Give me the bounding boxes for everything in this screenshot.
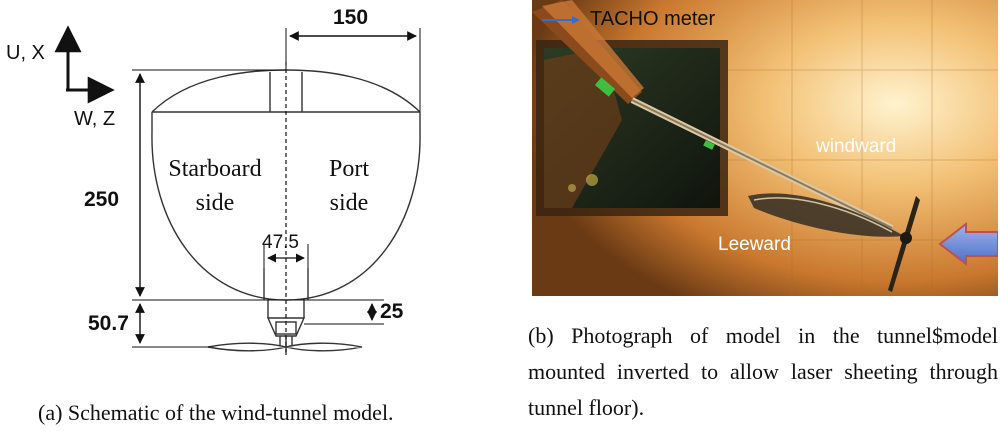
photo-panel: TACHO meter windward Leeward (b) Photogr…: [528, 0, 1000, 431]
coordinate-axes: [54, 25, 115, 104]
starboard-side-label: Starboard side: [160, 152, 270, 220]
port-label-line1: Port: [328, 156, 369, 182]
tunnel-photograph: TACHO meter windward Leeward: [532, 0, 998, 296]
starboard-label-line1: Starboard: [168, 156, 262, 182]
dimension-stem-label: 25: [380, 300, 404, 323]
dimension-lower-label: 50.7: [88, 312, 129, 335]
axis-horizontal-label: W, Z: [74, 108, 116, 130]
starboard-label-line2: side: [195, 190, 235, 216]
dimension-neck: [263, 244, 309, 268]
tunnel-photo-illustration: [532, 0, 998, 296]
windward-label: windward: [816, 136, 897, 157]
caption-b: (b) Photograph of model in the tunnel$mo…: [528, 323, 998, 420]
dimension-height: [132, 69, 286, 297]
reference-lines: [132, 299, 384, 348]
dimension-width-label: 150: [333, 6, 369, 29]
leeward-label: Leeward: [718, 234, 791, 255]
port-side-label: Port side: [312, 152, 386, 220]
caption-a: (a) Schematic of the wind-tunnel model.: [38, 400, 394, 425]
dimension-height-label: 250: [84, 188, 120, 211]
dimension-width: [285, 28, 421, 112]
port-label-line2: side: [329, 190, 369, 216]
tacho-meter-label: TACHO meter: [590, 8, 716, 30]
dimension-neck-label: 47.5: [262, 232, 299, 253]
axis-vertical-label: U, X: [6, 42, 45, 64]
schematic-panel: U, X W, Z 150 250 47.5 25 50.7 Starboard…: [6, 6, 421, 425]
schematic-drawing: [54, 25, 421, 355]
